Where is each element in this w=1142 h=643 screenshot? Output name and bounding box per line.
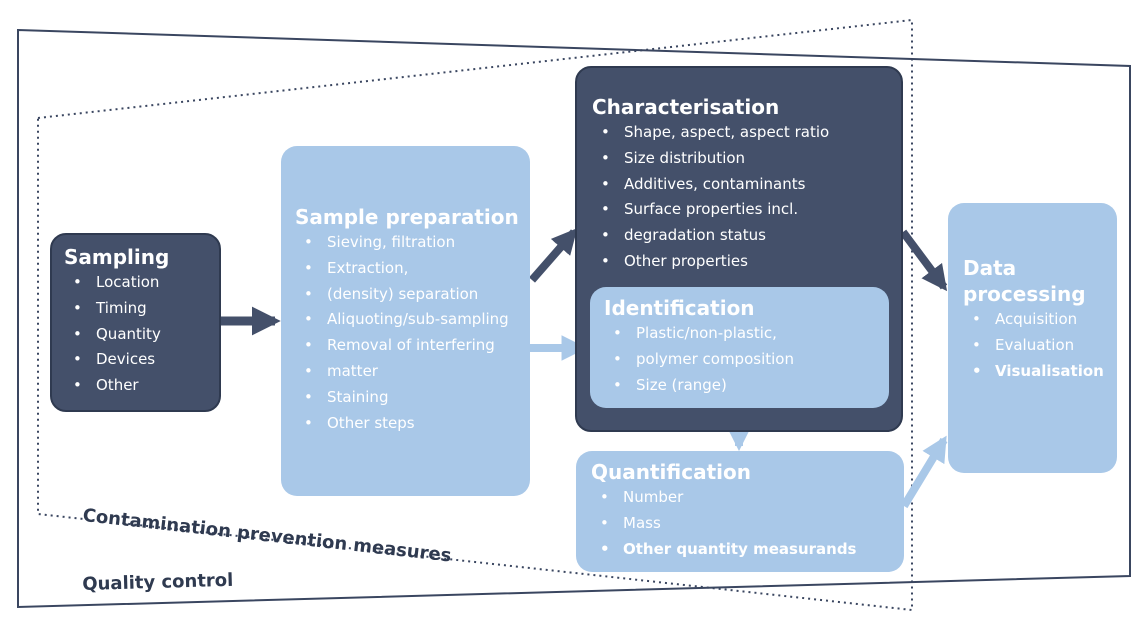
data-processing-box: Data processing Acquisition Evaluation V… [948,203,1117,473]
identification-list: Plastic/non-plastic, polymer composition… [604,321,889,398]
list-item: Size distribution [592,146,901,172]
list-item: Visualisation [963,359,1117,385]
list-item: Other quantity measurands [591,537,904,563]
characterisation-list: Shape, aspect, aspect ratio Size distrib… [592,120,901,275]
list-item: Shape, aspect, aspect ratio [592,120,901,146]
list-item: Other properties [592,249,901,275]
list-item: Acquisition [963,307,1117,333]
list-item: Extraction, [295,256,530,282]
sampling-title: Sampling [64,245,170,269]
list-item: Size (range) [604,373,889,399]
list-item: Location [64,270,219,296]
list-item: Timing [64,296,219,322]
sample-preparation-title: Sample preparation [295,205,519,229]
list-item: (density) separation [295,282,530,308]
arrow-quantification-to-data [900,435,948,509]
quality-control-label: Quality control [82,569,234,595]
data-processing-title-line2: processing [963,282,1086,306]
list-item: Devices [64,347,219,373]
list-item: Other steps [295,411,530,437]
sampling-box: Sampling Location Timing Quantity Device… [50,233,221,412]
list-item: Removal of interfering [295,333,530,359]
list-item: Mass [591,511,904,537]
characterisation-title: Characterisation [592,95,780,119]
sample-preparation-box: Sample preparation Sieving, filtration E… [281,146,530,496]
list-item: Quantity [64,322,219,348]
data-processing-title-line1: Data [963,256,1017,280]
sample-preparation-list: Sieving, filtration Extraction, (density… [295,230,530,436]
list-item: Number [591,485,904,511]
arrow-characterisation-to-data [899,229,948,292]
data-processing-list: Acquisition Evaluation Visualisation [963,307,1117,384]
identification-title: Identification [604,296,755,320]
quantification-list: Number Mass Other quantity measurands [591,485,904,562]
list-item: Other [64,373,219,399]
list-item: polymer composition [604,347,889,373]
list-item: Plastic/non-plastic, [604,321,889,347]
list-item: Evaluation [963,333,1117,359]
quantification-title: Quantification [591,460,751,484]
quality-control-outline [17,28,1131,609]
list-item: matter [295,359,530,385]
list-item: degradation status [592,223,901,249]
arrow-preparation-to-characterisation [528,228,578,283]
sampling-list: Location Timing Quantity Devices Other [64,270,219,399]
list-item: Additives, contaminants [592,172,901,198]
list-item: Aliquoting/sub-sampling [295,307,530,333]
identification-box: Identification Plastic/non-plastic, poly… [590,287,889,408]
list-item: Surface properties incl. [592,197,901,223]
list-item: Staining [295,385,530,411]
list-item: Sieving, filtration [295,230,530,256]
quantification-box: Quantification Number Mass Other quantit… [576,451,904,572]
